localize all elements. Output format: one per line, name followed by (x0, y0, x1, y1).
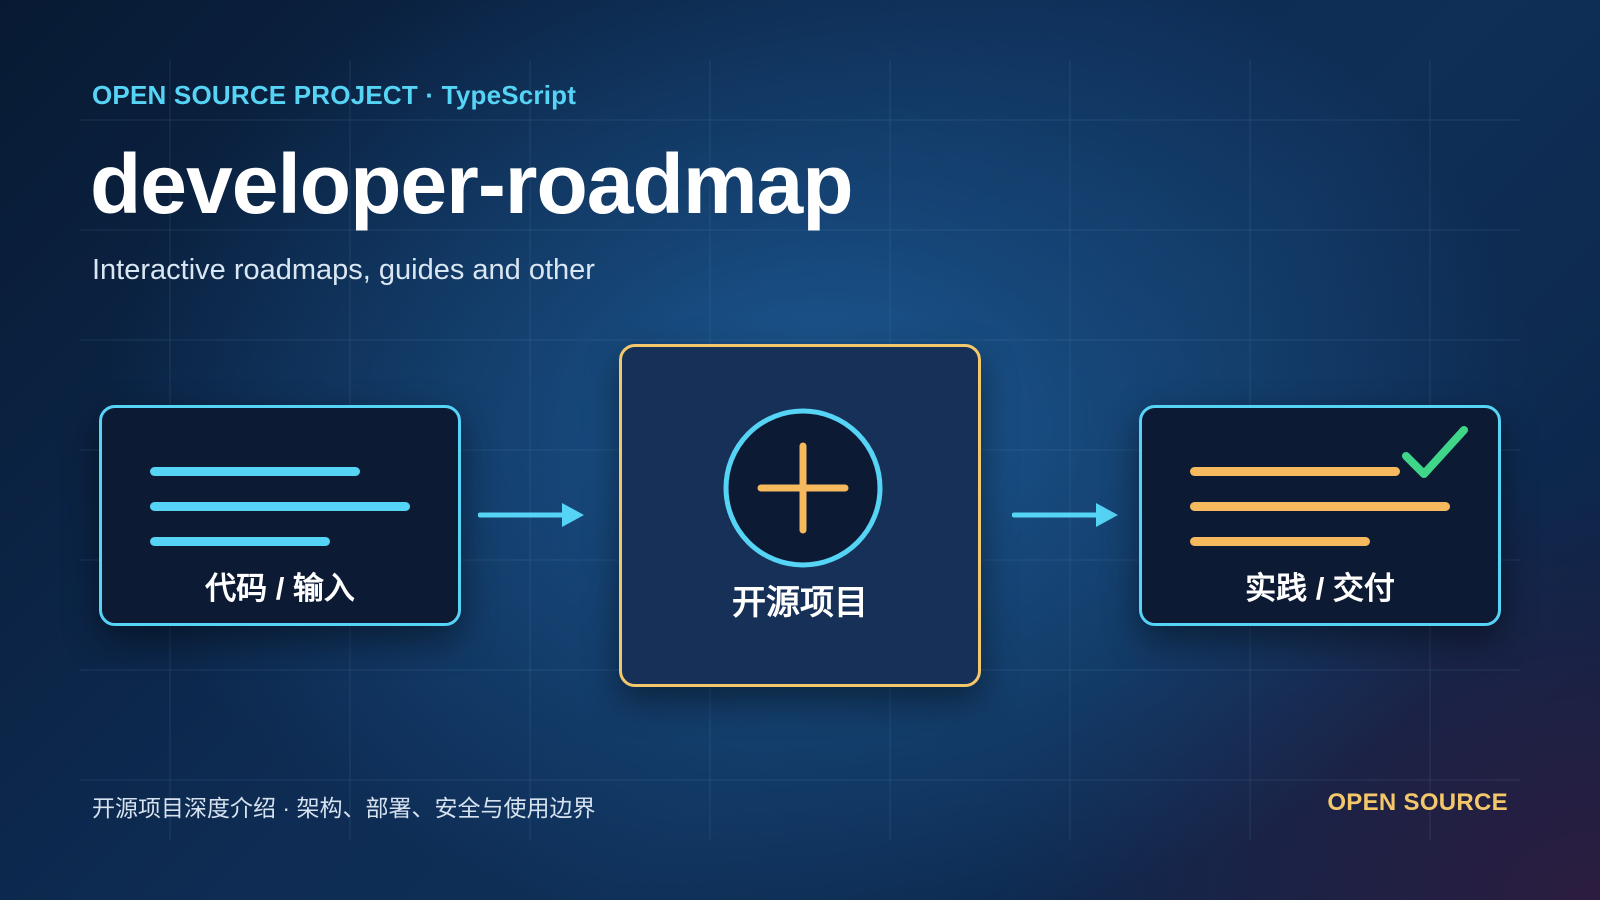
node-project-label: 开源项目 (732, 584, 868, 622)
footer-badge: OPEN SOURCE (1327, 789, 1508, 816)
node-input-label: 代码 / 输入 (205, 571, 355, 606)
checkmark-icon (1402, 426, 1468, 478)
node-delivery-label: 实践 / 交付 (1245, 571, 1395, 606)
project-title: developer-roadmap (90, 137, 854, 231)
footer-description: 开源项目深度介绍 · 架构、部署、安全与使用边界 (92, 795, 596, 821)
project-subtitle: Interactive roadmaps, guides and other (92, 254, 595, 286)
node-input: 代码 / 输入 (99, 405, 461, 626)
arrow-right-icon (478, 503, 584, 527)
arrow-right-icon (1012, 503, 1118, 527)
node-project: 开源项目 (619, 344, 981, 687)
plus-circle-icon (723, 408, 883, 568)
project-kicker: OPEN SOURCE PROJECT · TypeScript (92, 80, 577, 110)
node-delivery: 实践 / 交付 (1139, 405, 1501, 626)
